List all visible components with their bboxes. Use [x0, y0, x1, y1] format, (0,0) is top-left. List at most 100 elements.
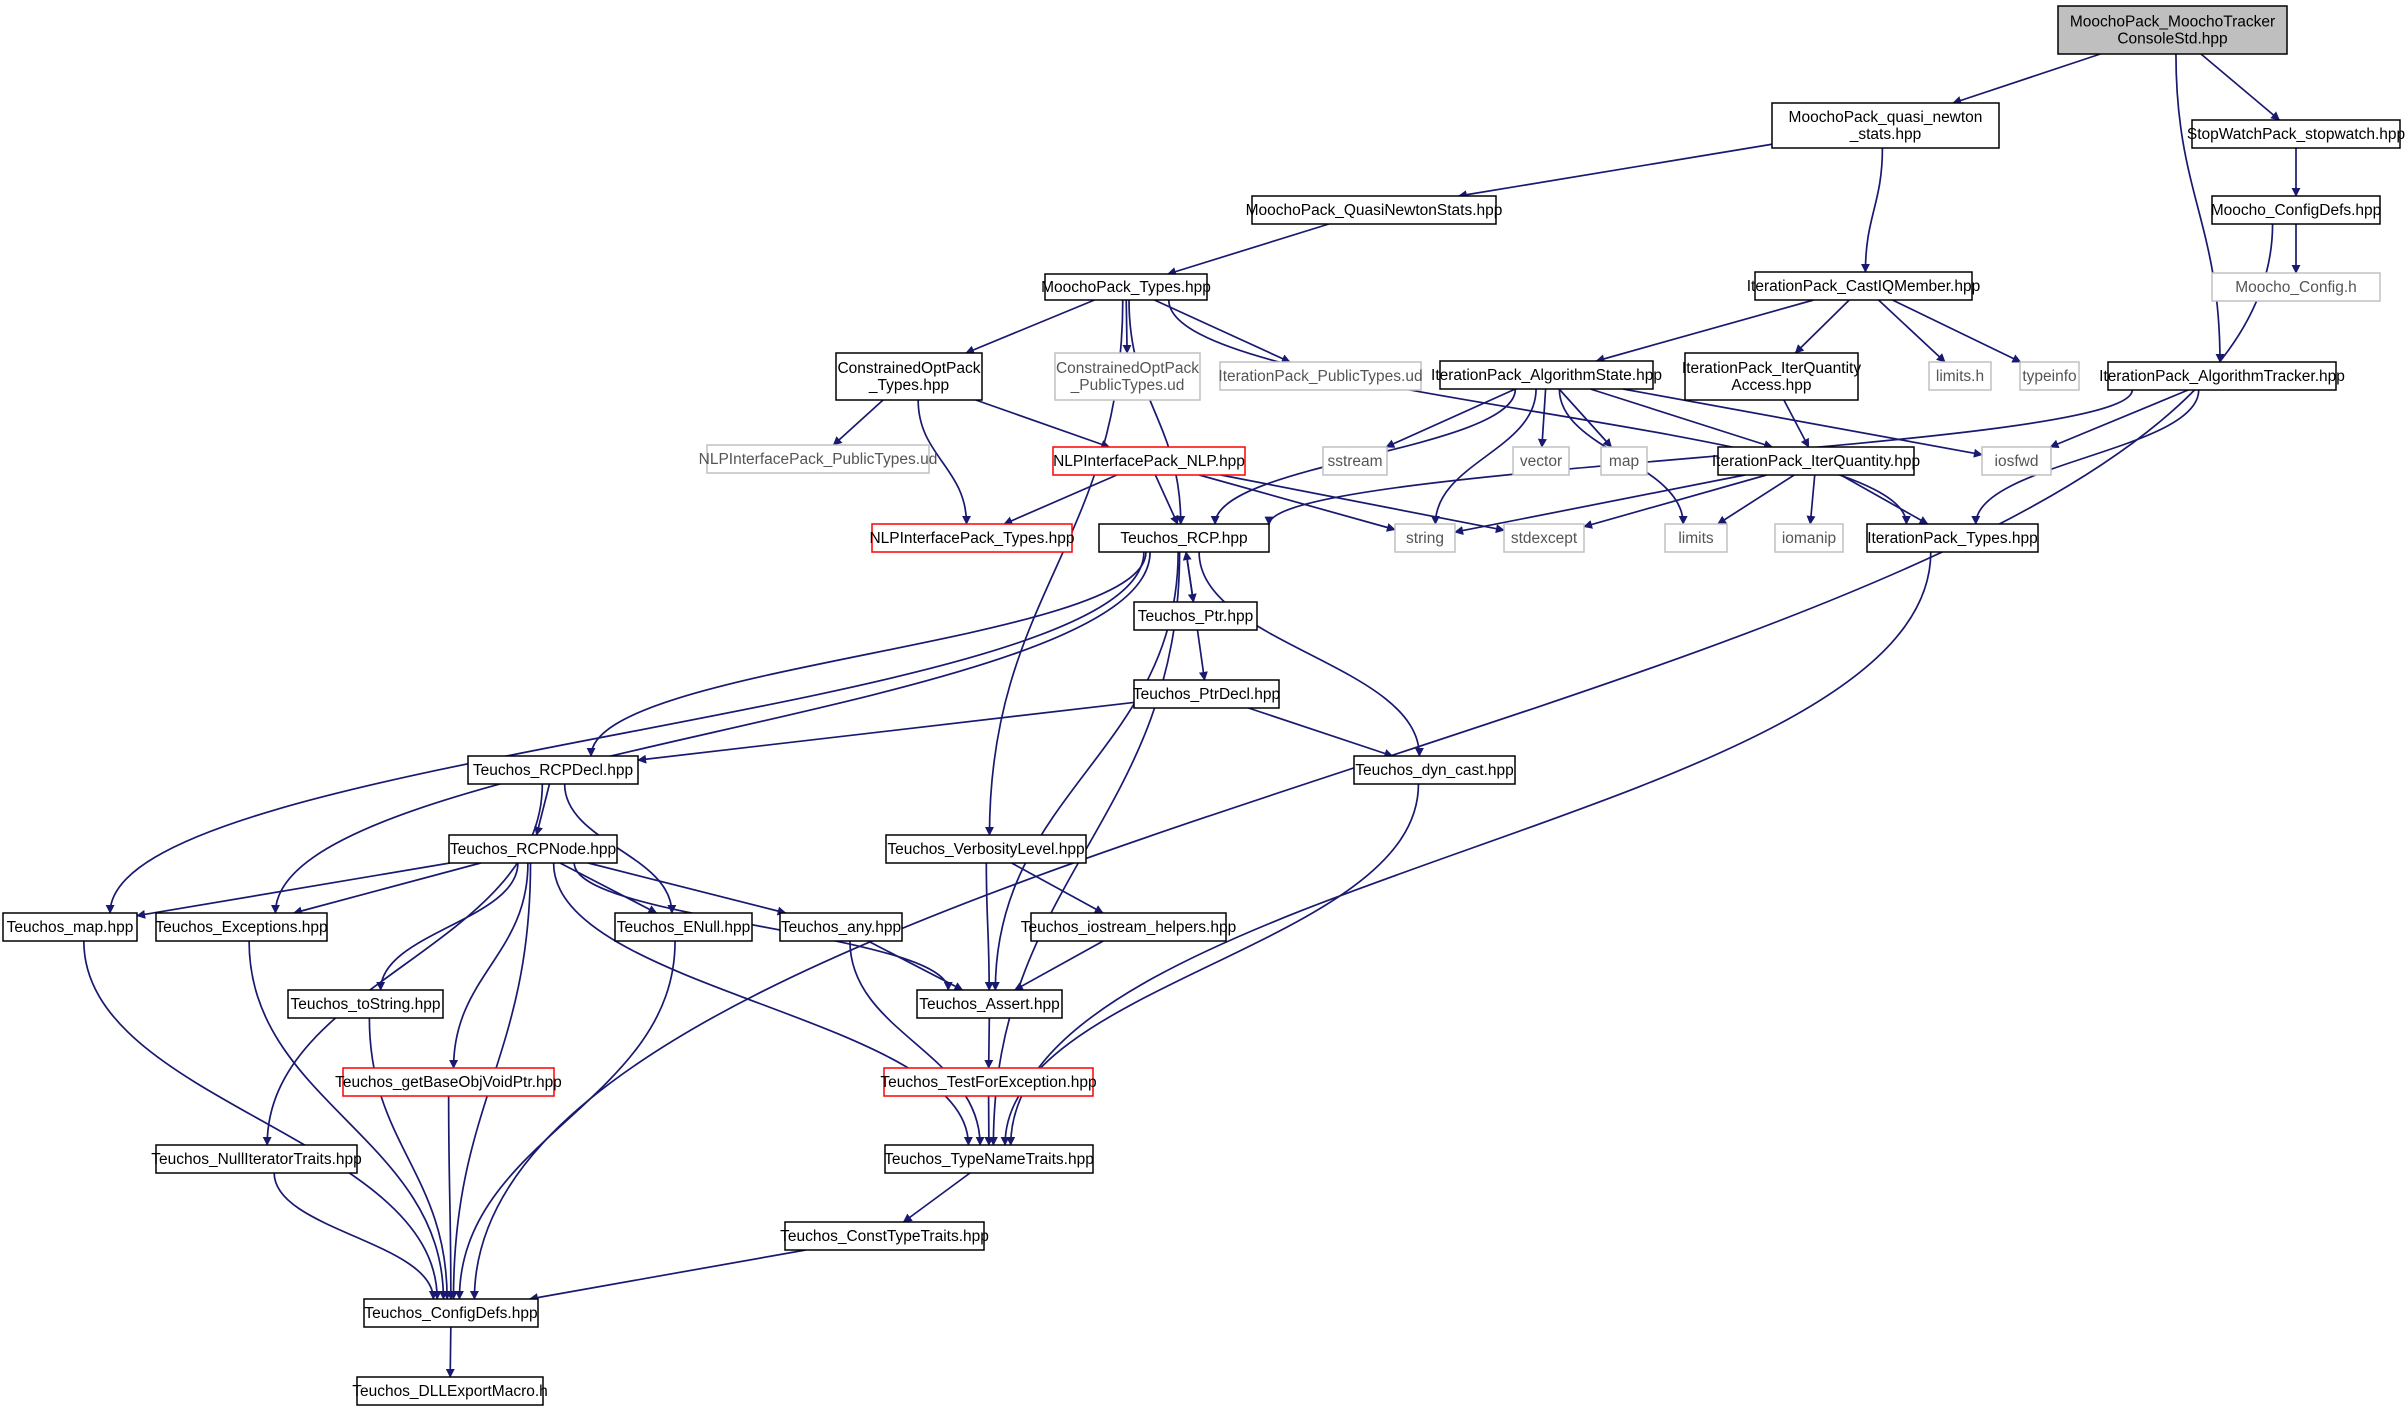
node-dllexport[interactable]: Teuchos_DLLExportMacro.h: [352, 1377, 548, 1405]
node-label: Teuchos_RCPDecl.hpp: [473, 762, 633, 779]
node-map[interactable]: map: [1601, 447, 1647, 475]
node-enull[interactable]: Teuchos_ENull.hpp: [615, 913, 752, 941]
node-label: IterationPack_CastIQMember.hpp: [1747, 278, 1980, 295]
node-label: MoochoPack_Types.hpp: [1041, 279, 1211, 296]
edge-algstate-to-map: [1559, 389, 1611, 447]
node-label: iomanip: [1782, 530, 1836, 547]
node-nlptypes[interactable]: NLPInterfacePack_Types.hpp: [869, 524, 1074, 552]
edge-QNS-to-moochotypes: [1168, 224, 1329, 274]
node-string[interactable]: string: [1395, 524, 1455, 552]
node-label: IterationPack_IterQuantity: [1682, 360, 1861, 377]
node-stopwatch[interactable]: StopWatchPack_stopwatch.hpp: [2187, 120, 2405, 148]
node-moochoconfigh[interactable]: Moocho_Config.h: [2212, 273, 2380, 301]
edge-iohelpers-to-assert: [1015, 941, 1103, 990]
node-algtracker[interactable]: IterationPack_AlgorithmTracker.hpp: [2099, 362, 2345, 390]
node-iosfwd[interactable]: iosfwd: [1982, 447, 2051, 475]
node-label: MoochoPack_QuasiNewtonStats.hpp: [1246, 202, 1503, 219]
node-label: Teuchos_iostream_helpers.hpp: [1021, 919, 1236, 936]
node-ptrdecl[interactable]: Teuchos_PtrDecl.hpp: [1133, 680, 1280, 708]
node-cotypes[interactable]: ConstrainedOptPack_Types.hpp: [836, 353, 982, 400]
edge-moochotypes-to-iptypes: [1169, 300, 1907, 524]
edge-algstate-to-vector: [1542, 389, 1546, 447]
node-verbosity[interactable]: Teuchos_VerbosityLevel.hpp: [886, 835, 1086, 863]
node-QNS[interactable]: MoochoPack_QuasiNewtonStats.hpp: [1246, 196, 1503, 224]
node-teuchosconfig[interactable]: Teuchos_ConfigDefs.hpp: [364, 1299, 538, 1327]
node-sstream[interactable]: sstream: [1323, 447, 1387, 475]
node-iomanip[interactable]: iomanip: [1775, 524, 1843, 552]
node-label: Teuchos_DLLExportMacro.h: [352, 1383, 548, 1400]
node-label: Moocho_ConfigDefs.hpp: [2211, 202, 2382, 219]
edge-consttype-to-teuchosconfig: [530, 1250, 806, 1299]
node-rcpnode[interactable]: Teuchos_RCPNode.hpp: [449, 835, 617, 863]
node-exceptions[interactable]: Teuchos_Exceptions.hpp: [155, 913, 327, 941]
node-label: Teuchos_ConfigDefs.hpp: [364, 1305, 537, 1322]
edge-rcpdecl-to-rcpnode: [537, 784, 550, 835]
node-any[interactable]: Teuchos_any.hpp: [780, 913, 902, 941]
node-iterq[interactable]: IterationPack_IterQuantity.hpp: [1712, 447, 1920, 475]
node-getbase[interactable]: Teuchos_getBaseObjVoidPtr.hpp: [335, 1068, 562, 1096]
node-label: Teuchos_map.hpp: [7, 919, 134, 936]
edge-verbosity-to-iohelpers: [1012, 863, 1103, 913]
node-limitsh[interactable]: limits.h: [1929, 362, 1991, 390]
node-label: IterationPack_PublicTypes.ud: [1218, 368, 1422, 385]
edge-iterq-to-iomanip: [1810, 475, 1814, 524]
edge-nlp-to-stdexcept: [1221, 475, 1504, 530]
node-iptypes[interactable]: IterationPack_Types.hpp: [1867, 524, 2038, 552]
edge-moochotypes-to-coptypesud: [1126, 300, 1127, 353]
edge-castiq-to-algstate: [1596, 300, 1813, 361]
node-nlptypesud[interactable]: NLPInterfacePack_PublicTypes.ud: [699, 445, 938, 473]
edge-tostring-to-teuchosconfig: [369, 1018, 447, 1299]
node-rcpdecl[interactable]: Teuchos_RCPDecl.hpp: [468, 756, 638, 784]
node-label: Teuchos_getBaseObjVoidPtr.hpp: [335, 1074, 562, 1091]
edge-rcpnode-to-any: [588, 863, 785, 913]
node-qnstats[interactable]: MoochoPack_quasi_newton_stats.hpp: [1772, 103, 1999, 148]
node-label: MoochoPack_quasi_newton: [1789, 109, 1983, 126]
edge-rcp-to-rcpdecl: [591, 552, 1146, 756]
node-moochotypes[interactable]: MoochoPack_Types.hpp: [1041, 274, 1211, 300]
node-label: limits: [1678, 530, 1714, 547]
node-dyncast[interactable]: Teuchos_dyn_cast.hpp: [1354, 756, 1515, 784]
node-nlp[interactable]: NLPInterfacePack_NLP.hpp: [1053, 447, 1245, 475]
node-label: stdexcept: [1511, 530, 1578, 547]
node-label: Teuchos_Assert.hpp: [919, 996, 1059, 1013]
edge-nlp-to-nlptypes: [1004, 475, 1117, 524]
edge-rcp-to-dyncast: [1199, 552, 1419, 756]
node-vector[interactable]: vector: [1513, 447, 1569, 475]
node-typeinfo[interactable]: typeinfo: [2020, 362, 2079, 390]
node-nulliter[interactable]: Teuchos_NullIteratorTraits.hpp: [151, 1145, 362, 1173]
node-rcp[interactable]: Teuchos_RCP.hpp: [1099, 524, 1269, 552]
node-label: string: [1406, 530, 1444, 547]
node-label: Teuchos_RCP.hpp: [1120, 530, 1247, 547]
node-label: Teuchos_VerbosityLevel.hpp: [887, 841, 1084, 858]
node-consttype[interactable]: Teuchos_ConstTypeTraits.hpp: [780, 1222, 989, 1250]
edge-iptypes-to-typename: [1011, 552, 1931, 1145]
node-ptr[interactable]: Teuchos_Ptr.hpp: [1134, 602, 1257, 630]
node-testforexc[interactable]: Teuchos_TestForException.hpp: [880, 1068, 1096, 1096]
node-label: NLPInterfacePack_PublicTypes.ud: [699, 451, 938, 468]
node-typename[interactable]: Teuchos_TypeNameTraits.hpp: [884, 1145, 1094, 1173]
node-moochoconfigdefs[interactable]: Moocho_ConfigDefs.hpp: [2211, 196, 2382, 224]
edge-moochotypes-to-rcp: [1129, 300, 1181, 524]
node-label: ConstrainedOptPack: [837, 360, 980, 377]
node-label: Teuchos_TestForException.hpp: [880, 1074, 1096, 1091]
node-assert[interactable]: Teuchos_Assert.hpp: [917, 990, 1062, 1018]
node-label: Teuchos_Ptr.hpp: [1138, 608, 1253, 625]
node-label: NLPInterfacePack_NLP.hpp: [1053, 453, 1245, 470]
node-coptypesud[interactable]: ConstrainedOptPack_PublicTypes.ud: [1055, 353, 1200, 400]
node-label: typeinfo: [2022, 368, 2076, 385]
node-iohelpers[interactable]: Teuchos_iostream_helpers.hpp: [1021, 913, 1236, 941]
node-algstate[interactable]: IterationPack_AlgorithmState.hpp: [1431, 361, 1662, 389]
node-stdexcept[interactable]: stdexcept: [1504, 524, 1584, 552]
node-tmap[interactable]: Teuchos_map.hpp: [3, 913, 137, 941]
node-iptypesud[interactable]: IterationPack_PublicTypes.ud: [1218, 362, 1422, 390]
node-label: ConstrainedOptPack: [1056, 360, 1199, 377]
node-limits[interactable]: limits: [1665, 524, 1727, 552]
node-tostring[interactable]: Teuchos_toString.hpp: [288, 990, 443, 1018]
edge-algtracker-to-iosfwd: [2050, 390, 2188, 447]
node-label: map: [1609, 453, 1639, 470]
node-castiq[interactable]: IterationPack_CastIQMember.hpp: [1747, 272, 1980, 300]
node-label: Teuchos_Exceptions.hpp: [155, 919, 327, 936]
edge-iqaccess-to-iterq: [1784, 400, 1809, 447]
